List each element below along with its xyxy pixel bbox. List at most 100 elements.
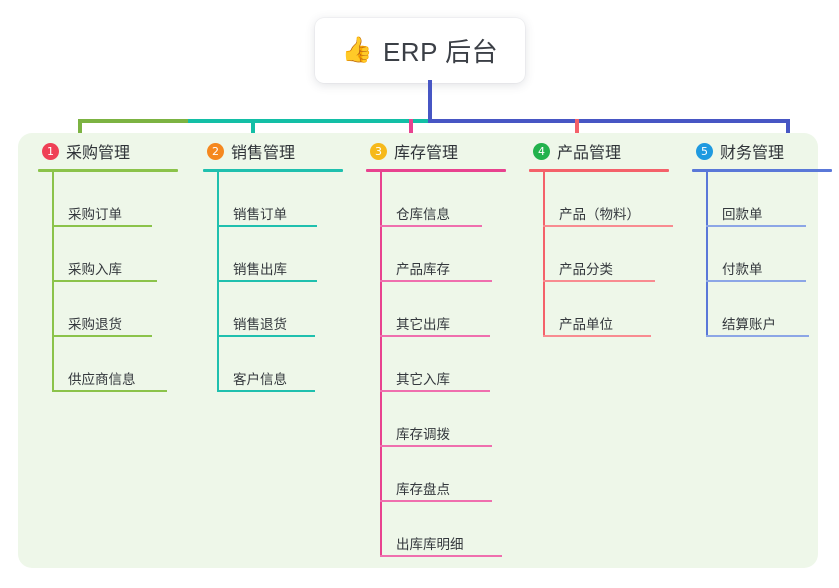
branch-column-purchase: 1 采购管理采购订单采购入库采购退货供应商信息 — [38, 133, 178, 392]
branch-item-underline — [52, 225, 152, 227]
branch-column-finance: 5 财务管理回款单付款单结算账户 — [692, 133, 832, 337]
branch-item-underline — [380, 445, 492, 447]
branch-header-underline — [692, 169, 832, 172]
thumbs-up-icon: 👍 — [341, 36, 373, 64]
indigo-segment — [428, 119, 790, 123]
branch-item-label: 付款单 — [722, 262, 763, 277]
branch-spine — [217, 172, 219, 392]
branch-item-underline — [217, 280, 317, 282]
branch-item-underline — [543, 335, 651, 337]
branch-item[interactable]: 销售出库 — [203, 227, 343, 282]
branch-title: 财务管理 — [720, 145, 785, 162]
branch-item-label: 客户信息 — [233, 372, 287, 387]
branch-title: 销售管理 — [231, 145, 296, 162]
branch-item-label: 采购订单 — [68, 207, 122, 222]
branch-item-label: 采购入库 — [68, 262, 122, 277]
branch-spine — [706, 172, 708, 337]
branch-spine — [543, 172, 545, 337]
branch-item[interactable]: 产品单位 — [529, 282, 669, 337]
branch-spine — [380, 172, 382, 557]
branch-item-label: 销售出库 — [233, 262, 287, 277]
branch-item-label: 其它入库 — [396, 372, 450, 387]
branch-number-badge: 1 — [42, 142, 59, 160]
branch-title: 采购管理 — [66, 145, 131, 162]
green-segment — [78, 119, 188, 123]
branch-item[interactable]: 仓库信息 — [366, 172, 506, 227]
branch-header-underline — [366, 169, 506, 172]
branch-item-label: 销售退货 — [233, 317, 287, 332]
branch-item-underline — [52, 280, 157, 282]
root-node[interactable]: 👍 ERP 后台 — [315, 18, 525, 83]
branch-header-purchase[interactable]: 1 采购管理 — [38, 133, 178, 169]
branch-item[interactable]: 出库库明细 — [366, 502, 506, 557]
branch-item-underline — [706, 225, 806, 227]
branch-item-underline — [706, 335, 809, 337]
branch-item[interactable]: 客户信息 — [203, 337, 343, 392]
branch-number-badge: 4 — [533, 142, 550, 160]
branch-item[interactable]: 采购退货 — [38, 282, 178, 337]
branch-item-label: 其它出库 — [396, 317, 450, 332]
branch-item-underline — [217, 390, 315, 392]
root-trunk-connector — [428, 80, 432, 122]
branch-item[interactable]: 库存调拨 — [366, 392, 506, 447]
branch-item-label: 库存调拨 — [396, 427, 450, 442]
branch-item-label: 出库库明细 — [396, 537, 464, 552]
branch-item-underline — [380, 555, 502, 557]
branch-item[interactable]: 采购订单 — [38, 172, 178, 227]
branch-item[interactable]: 库存盘点 — [366, 447, 506, 502]
branch-item-label: 采购退货 — [68, 317, 122, 332]
branch-columns: 1 采购管理采购订单采购入库采购退货供应商信息 2 销售管理销售订单销售出库销售退货客… — [18, 133, 832, 568]
branch-item[interactable]: 结算账户 — [692, 282, 832, 337]
branch-item-label: 产品库存 — [396, 262, 450, 277]
branch-item-label: 供应商信息 — [68, 372, 136, 387]
branch-item-label: 产品（物料） — [559, 207, 640, 222]
branch-item-underline — [380, 280, 492, 282]
branch-item-list: 销售订单销售出库销售退货客户信息 — [203, 172, 343, 392]
branch-item-label: 产品分类 — [559, 262, 613, 277]
branch-item[interactable]: 产品分类 — [529, 227, 669, 282]
branch-item-underline — [52, 335, 152, 337]
branch-header-underline — [529, 169, 669, 172]
branch-item[interactable]: 回款单 — [692, 172, 832, 227]
branch-item[interactable]: 产品库存 — [366, 227, 506, 282]
branch-header-underline — [203, 169, 343, 172]
branch-item[interactable]: 采购入库 — [38, 227, 178, 282]
branch-item[interactable]: 其它出库 — [366, 282, 506, 337]
branch-item-underline — [380, 500, 492, 502]
branch-item-underline — [217, 335, 315, 337]
branch-item-underline — [380, 225, 482, 227]
branch-item-label: 产品单位 — [559, 317, 613, 332]
branch-item[interactable]: 产品（物料） — [529, 172, 673, 227]
branch-number-badge: 5 — [696, 142, 713, 160]
branch-item-underline — [217, 225, 317, 227]
branch-item-label: 仓库信息 — [396, 207, 450, 222]
branch-header-underline — [38, 169, 178, 172]
branch-item[interactable]: 销售订单 — [203, 172, 343, 227]
branch-column-sales: 2 销售管理销售订单销售出库销售退货客户信息 — [203, 133, 343, 392]
branch-spine — [52, 172, 54, 392]
branch-header-sales[interactable]: 2 销售管理 — [203, 133, 343, 169]
root-node-title: ERP 后台 — [382, 37, 499, 67]
branch-item[interactable]: 销售退货 — [203, 282, 343, 337]
branch-item-list: 采购订单采购入库采购退货供应商信息 — [38, 172, 178, 392]
branch-item[interactable]: 其它入库 — [366, 337, 506, 392]
branch-item-list: 仓库信息产品库存其它出库其它入库库存调拨库存盘点出库库明细 — [366, 172, 506, 557]
branch-item-list: 回款单付款单结算账户 — [692, 172, 832, 337]
branch-number-badge: 3 — [370, 142, 387, 160]
branch-header-finance[interactable]: 5 财务管理 — [692, 133, 832, 169]
branch-item-label: 结算账户 — [722, 317, 776, 332]
branch-item-label: 库存盘点 — [396, 482, 450, 497]
branches-panel — [18, 133, 818, 568]
branch-item[interactable]: 付款单 — [692, 227, 832, 282]
branch-item[interactable]: 供应商信息 — [38, 337, 178, 392]
branch-item-underline — [380, 390, 490, 392]
branch-number-badge: 2 — [207, 142, 224, 160]
branch-item-underline — [52, 390, 167, 392]
branch-item-list: 产品（物料） 产品分类产品单位 — [529, 172, 673, 337]
branch-item-underline — [543, 225, 673, 227]
